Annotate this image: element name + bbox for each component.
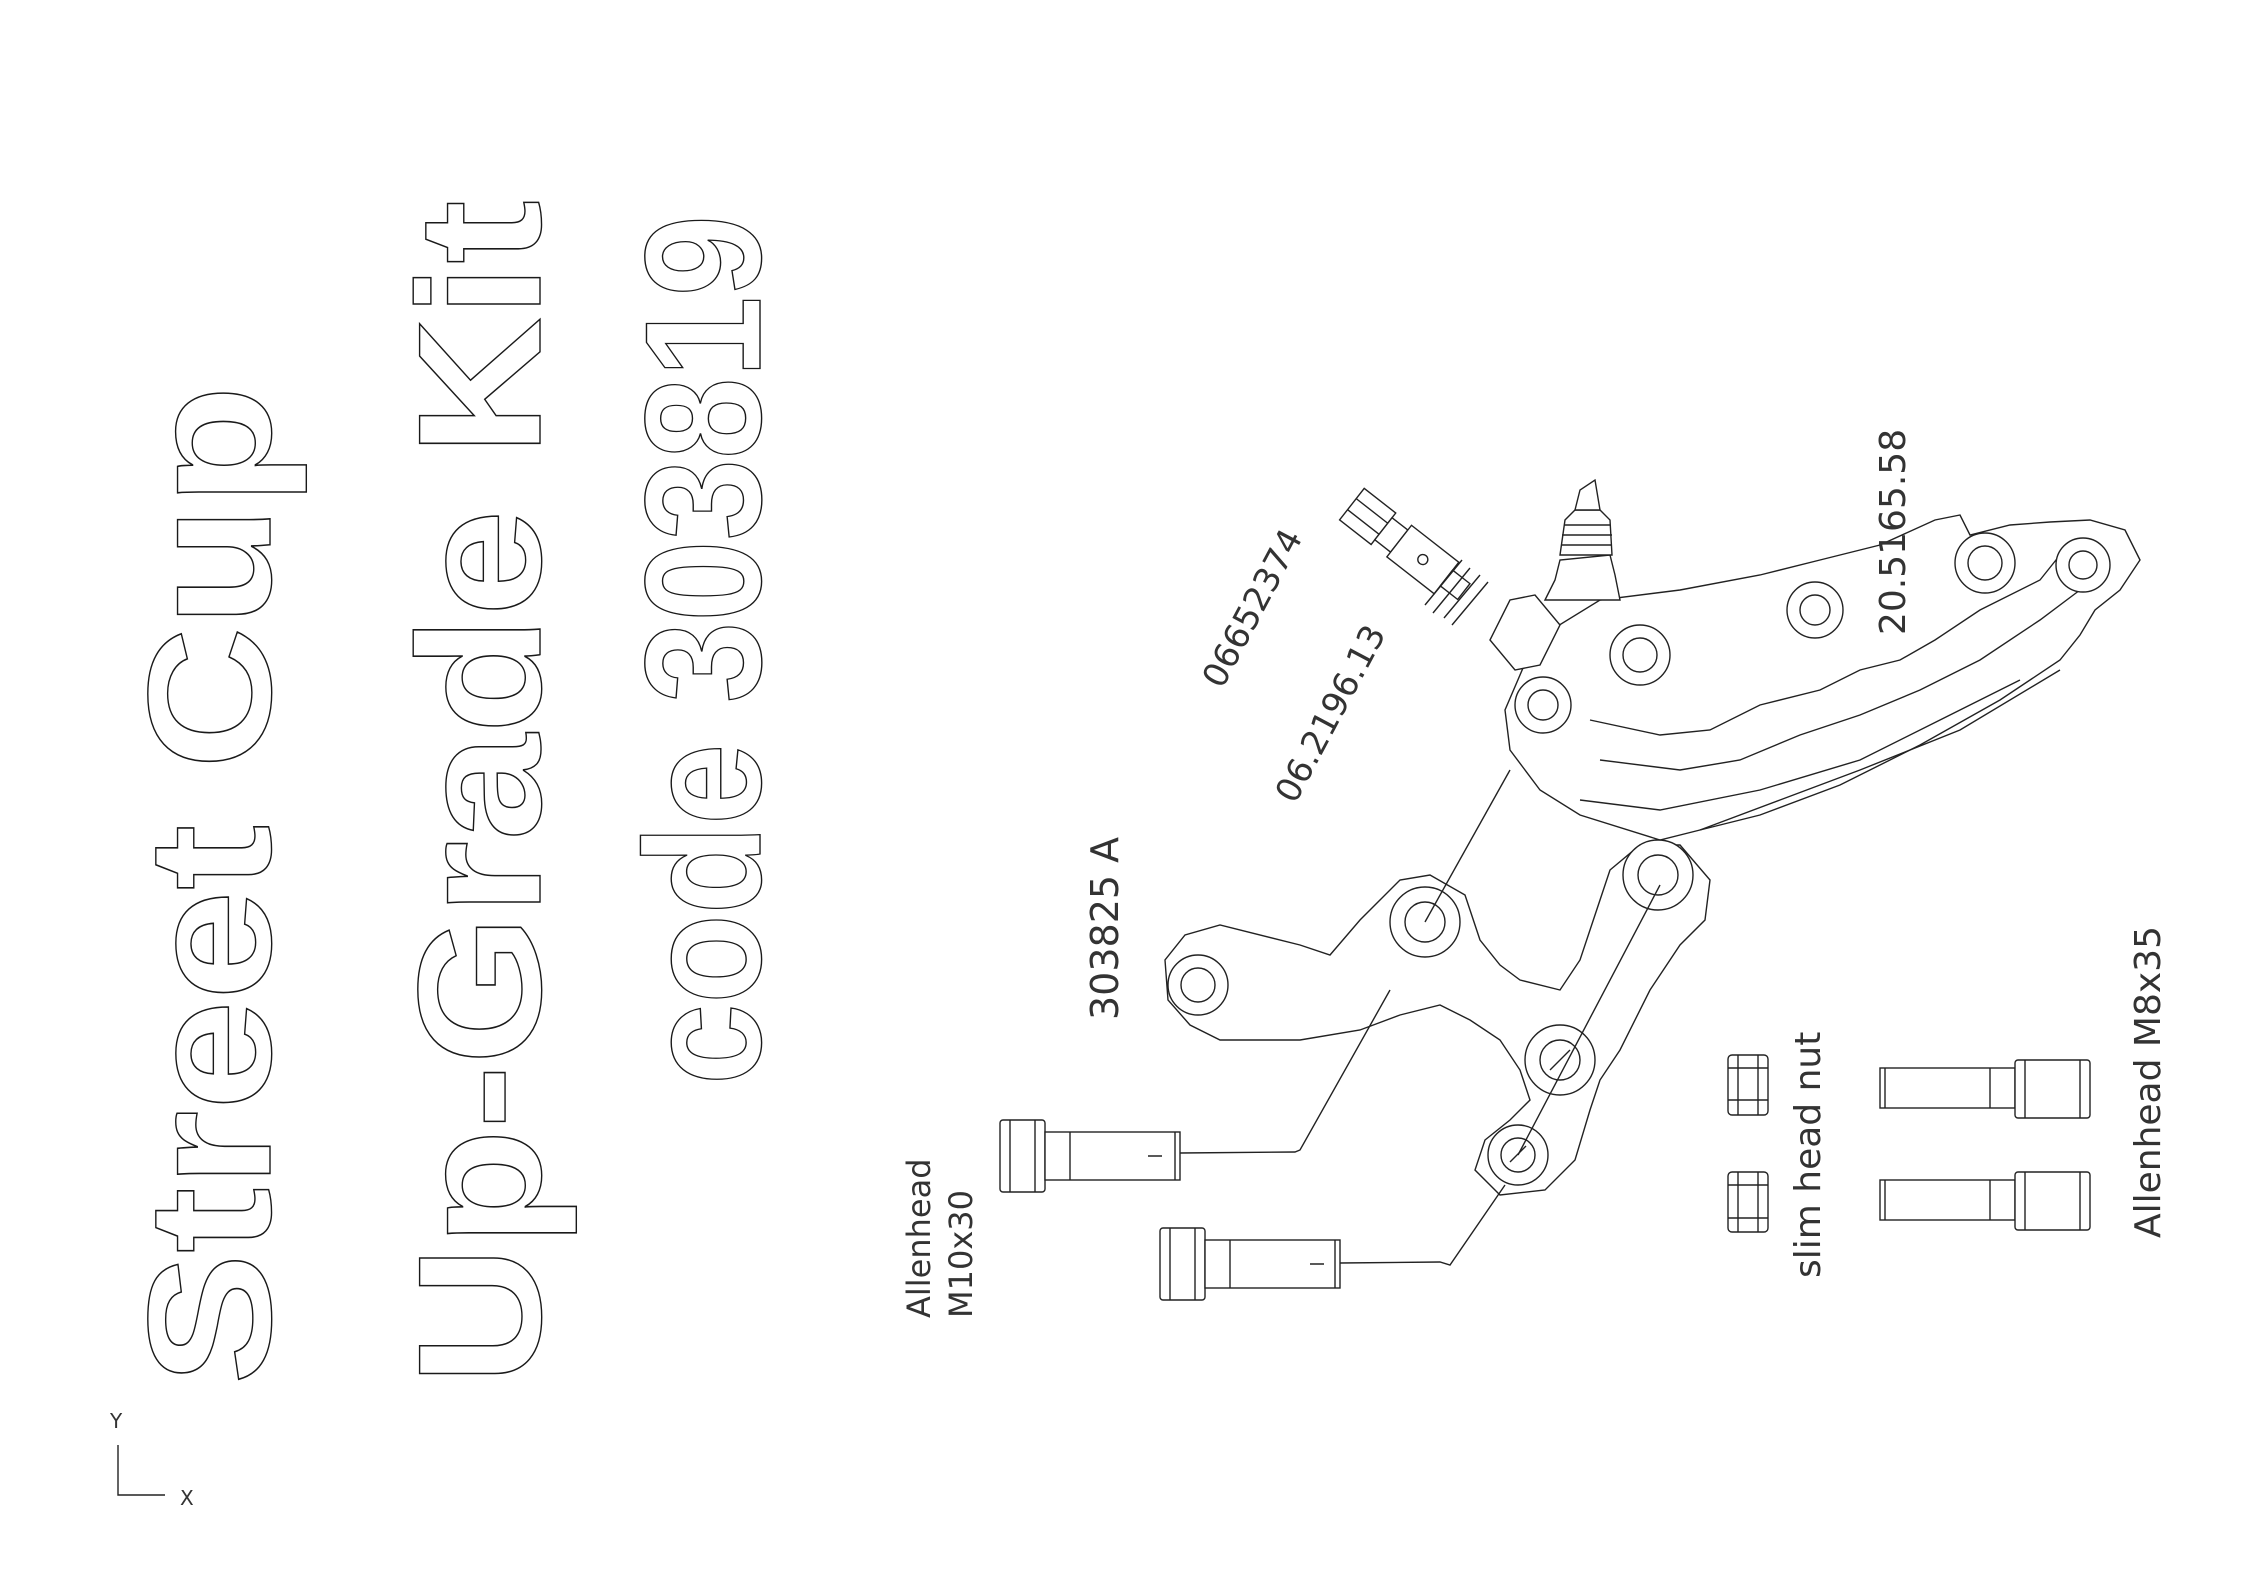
allen-bolt-m8-upper	[1879, 1059, 2091, 1119]
banjo-code-label: 06652374	[1195, 523, 1312, 695]
slim-head-nut-right	[1727, 1054, 1769, 1116]
copper-washers	[1424, 559, 1489, 626]
title-upgrade-kit: Up-Grade Kit	[383, 200, 578, 1385]
slim-head-nut-left	[1727, 1171, 1769, 1233]
allen-bolt-m10-upper	[999, 1119, 1181, 1193]
axis-x-label: X	[180, 1486, 194, 1510]
allen-bolt-m10-lower	[1159, 1227, 1341, 1301]
axis-indicator: Y X	[109, 1409, 194, 1510]
bolt-m8-label: Allenhead M8x35	[2128, 926, 2169, 1238]
allen-bolt-m8-lower	[1879, 1171, 2091, 1231]
title-code: code 303819	[611, 215, 795, 1085]
title-block: Street Cup Up-Grade Kit code 303819	[112, 199, 795, 1385]
washer-code-label: 06.2196.13	[1268, 619, 1395, 810]
mounting-bracket	[1164, 839, 1711, 1196]
bolt-m10-size-label: M10x30	[942, 1190, 980, 1318]
caliper-code-label: 20.5165.58	[1873, 429, 1914, 635]
axis-y-label: Y	[109, 1409, 123, 1433]
title-street-cup: Street Cup	[113, 385, 308, 1385]
brake-caliper	[1489, 478, 2141, 841]
slim-nut-label: slim head nut	[1788, 1032, 1829, 1278]
banjo-bolt	[1338, 487, 1471, 601]
bracket-code-label: 303825 A	[1083, 837, 1127, 1020]
assembly-leader-lines	[1179, 769, 1661, 1266]
bolt-m10-name-label: Allenhead	[900, 1158, 938, 1318]
